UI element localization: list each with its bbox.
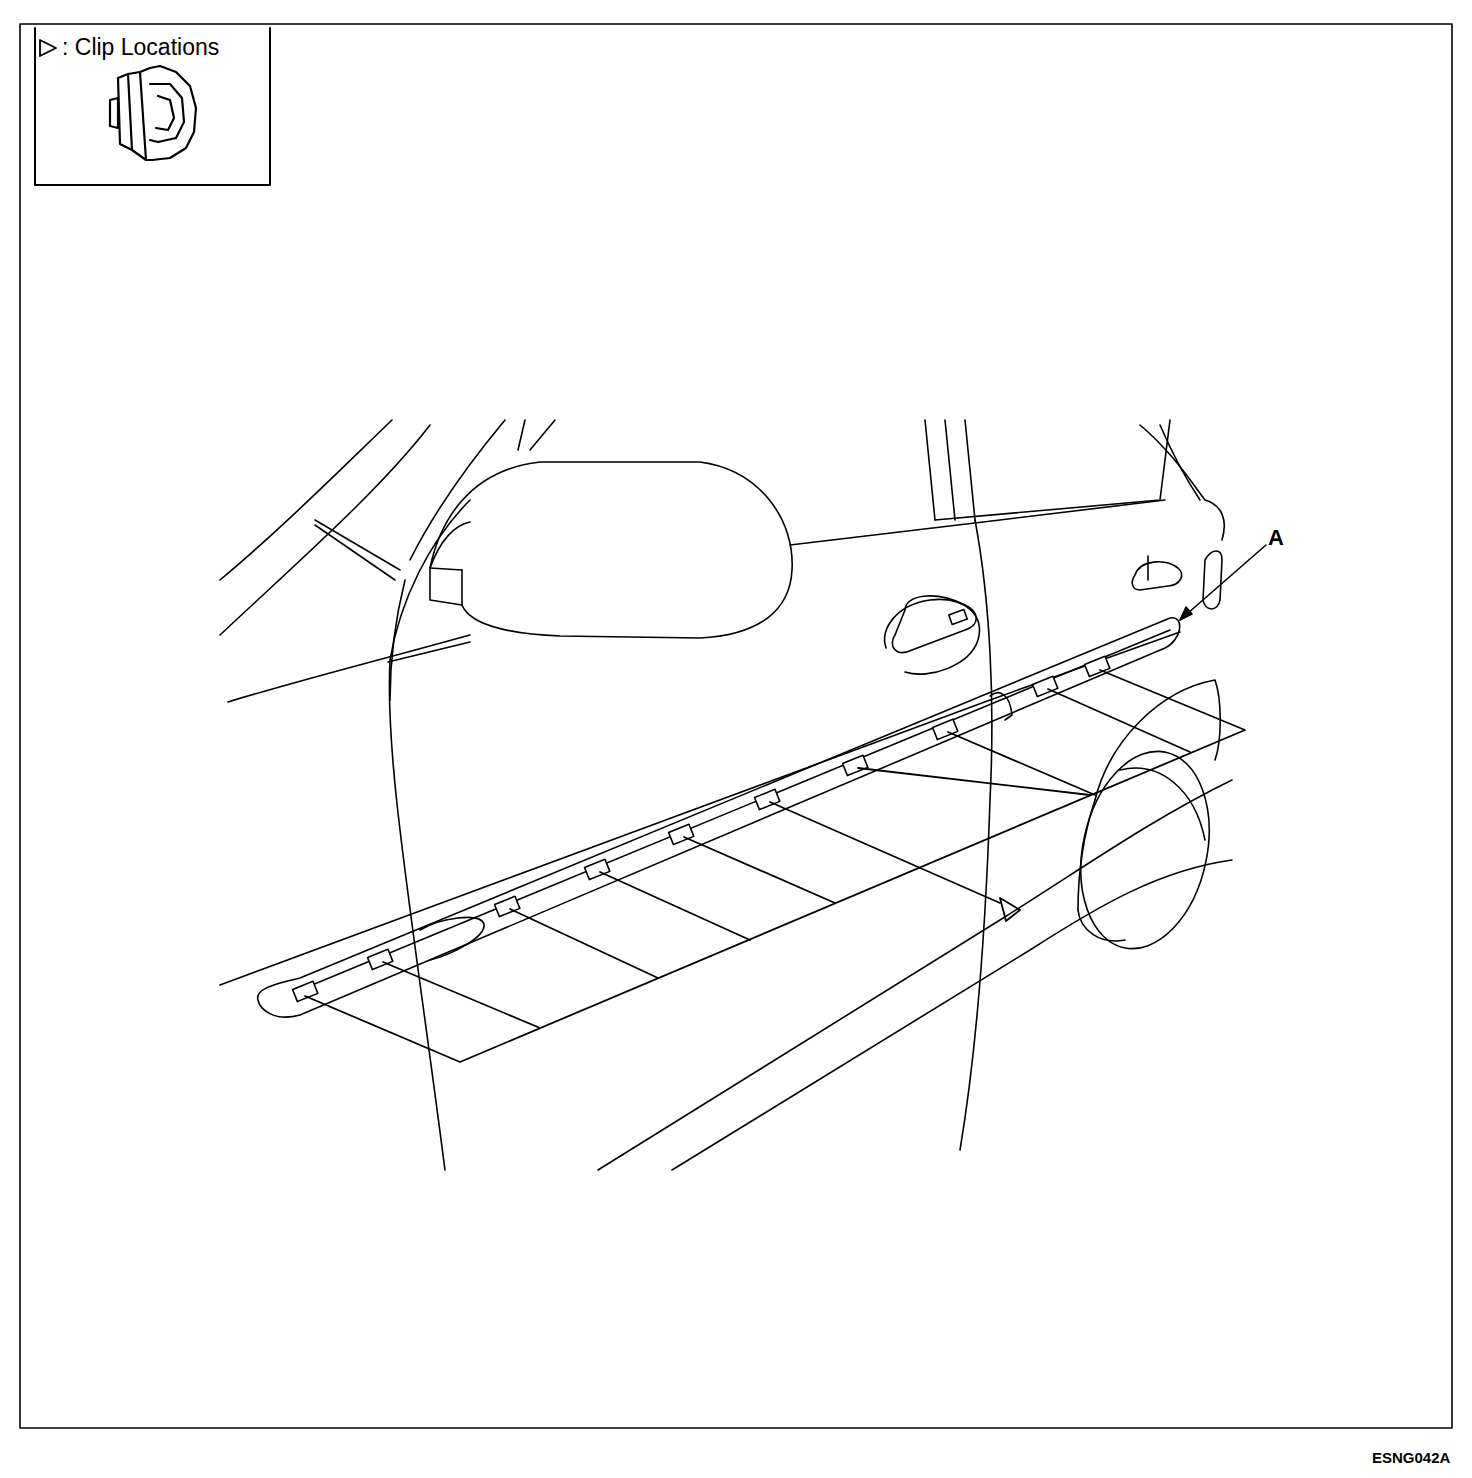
legend-text: : Clip Locations	[62, 36, 219, 59]
clip-icon	[110, 66, 196, 160]
clip-location-triangle	[1000, 898, 1020, 921]
callout-leader	[1180, 545, 1266, 620]
callout-letter: A	[1268, 527, 1284, 549]
side-molding	[258, 618, 1180, 1017]
clip-markers	[293, 656, 1110, 1001]
figure-code: ESNG042A	[1372, 1450, 1450, 1465]
leader-lines	[305, 670, 1245, 1062]
page-frame	[20, 24, 1452, 1428]
leader-arrowhead	[1180, 607, 1192, 620]
legend-triangle-symbol	[40, 40, 56, 56]
legend-box	[35, 28, 270, 185]
